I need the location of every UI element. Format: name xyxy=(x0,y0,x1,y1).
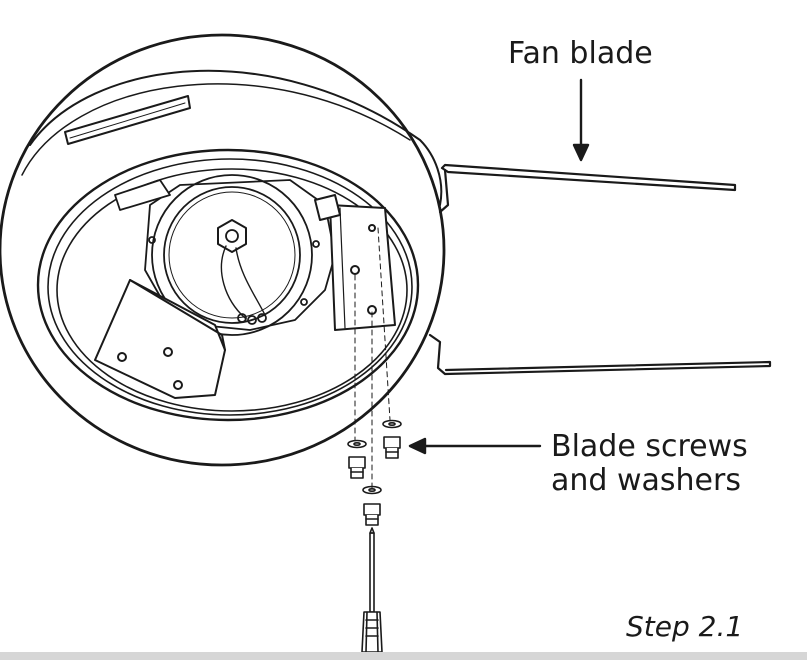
step-label: Step 2.1 xyxy=(626,610,744,643)
alignment-lines xyxy=(354,227,391,489)
screwdriver xyxy=(361,527,383,653)
screws-arrow xyxy=(408,437,542,455)
blade-screws-label-line1: Blade screws xyxy=(551,429,748,464)
footer-bar xyxy=(0,652,807,660)
right-bracket xyxy=(314,194,396,331)
screws-and-washers xyxy=(347,419,402,526)
fan-blade xyxy=(428,163,772,376)
blade-screws-label: Blade screws and washers xyxy=(551,430,748,498)
blade-screws-label-line2: and washers xyxy=(551,463,741,498)
fan-blade-arrow xyxy=(572,78,590,162)
motor-housing xyxy=(0,33,446,467)
fan-blade-label: Fan blade xyxy=(508,36,653,71)
motor-plate xyxy=(114,174,336,336)
left-bracket xyxy=(94,279,226,399)
